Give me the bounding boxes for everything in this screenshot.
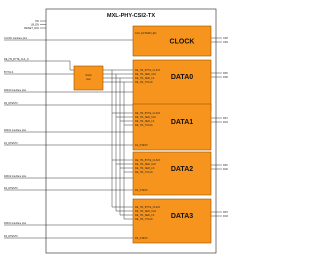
data1-out-p-label: DP1 [223, 117, 228, 120]
data0-block-box [132, 59, 212, 112]
data1-port-byte-clk: DE_HS_BYTE_CLK/O [135, 112, 160, 115]
data2-port-ser-clk: DE_HS_SER_CLK [135, 163, 156, 166]
data0-out-n-label: DN0 [223, 76, 228, 79]
data0-interface-label: DATA0 interface pins [4, 89, 27, 92]
data1-port-ser-clk: DE_HS_SER_CLK [135, 116, 156, 119]
data2-block-box [132, 151, 212, 196]
clock-block-box [132, 25, 212, 57]
clock-gen-block: Clock Gen DE_HS_BYTE_CLK_O BYTCLK [4, 58, 104, 91]
input-reset-dig-label: RESET_DIG [24, 26, 39, 30]
data1-block-title: DATA1 [171, 119, 193, 126]
data0-port-byte-clk: DE_HS_BYTE_CLK/O [135, 69, 160, 72]
data1-port-dtest: D1_DTEST [135, 144, 148, 147]
data2-port-dtest: D2_DTEST [135, 189, 148, 192]
data0-port-ser-clk: DE_HS_SER_CLK [135, 73, 156, 76]
data2-block: DATA2 DE_HS_BYTE_CLK/O DE_HS_SER_CLK DE_… [4, 151, 228, 196]
data2-out-p-label: DP2 [223, 164, 228, 167]
data1-interface-label: DATA1 interface pins [4, 129, 27, 132]
clock-interface-label: CLOCK interface pins [4, 37, 28, 40]
data1-out-n-label: DN1 [223, 121, 228, 124]
data3-port-dtest: D3_DTEST [135, 237, 148, 240]
data0-port-ser-ls: DE_HS_SER_LS [135, 77, 155, 80]
data3-port-ser-clk: DE_HS_SER_CLK [135, 210, 156, 213]
data2-block-title: DATA2 [171, 166, 193, 173]
data3-dtest-label: D3_DTEST0 [4, 235, 18, 238]
clock-gen-input-bytclk-label: BYTCLK [4, 71, 14, 74]
clock-out-ckn-label: CKN [223, 41, 228, 44]
clock-gen-box [73, 65, 104, 91]
data0-dtest-label: D0_DTEST0 [4, 102, 18, 105]
data0-out-p-label: DP0 [223, 72, 228, 75]
data3-out-p-label: DP3 [223, 211, 228, 214]
input-lb-en-label: LB_EN [31, 22, 39, 26]
data1-dtest-label: D1_DTEST0 [4, 142, 18, 145]
data1-block-box [132, 103, 212, 151]
data2-interface-label: DATA2 interface pins [4, 175, 27, 178]
mxl-phy-csi2-tx-block-diagram: MXL-PHY-CSI2-TX PD LB_EN RESET_DIG CLOCK… [4, 8, 228, 254]
data2-dtest-label: D2_DTEST0 [4, 187, 18, 190]
data3-port-txclk: DE_HS_TXCLK [135, 218, 153, 221]
data2-port-ser-ls: DE_HS_SER_LS [135, 167, 155, 170]
module-title: MXL-PHY-CSI2-TX [107, 13, 155, 19]
data0-port-txclk: DE_HS_TXCLK [135, 81, 153, 84]
data2-port-byte-clk: DE_HS_BYTE_CLK/O [135, 159, 160, 162]
clock-gen-label-line2: Gen [86, 78, 91, 81]
data3-block: DATA3 DE_HS_BYTE_CLK/O DE_HS_SER_CLK DE_… [4, 198, 228, 244]
clock-gen-label-line1: Clock [85, 74, 92, 77]
data3-block-box [132, 198, 212, 244]
clock-block-title: CLOCK [170, 39, 195, 46]
data0-block: DATA0 DE_HS_BYTE_CLK/O DE_HS_SER_CLK DE_… [4, 59, 228, 112]
global-inputs: PD LB_EN RESET_DIG [24, 19, 46, 30]
data3-port-byte-clk: DE_HS_BYTE_CLK/O [135, 206, 160, 209]
data0-block-title: DATA0 [171, 74, 193, 81]
clock-out-ckp-label: CKP [223, 37, 228, 40]
data1-port-ser-ls: DE_HS_SER_LS [135, 120, 155, 123]
clock-gen-input-byte-clk-label: DE_HS_BYTE_CLK_O [4, 58, 29, 61]
data3-port-ser-ls: DE_HS_SER_LS [135, 214, 155, 217]
input-pd-label: PD [35, 19, 39, 23]
data2-out-n-label: DN2 [223, 168, 228, 171]
data3-out-n-label: DN3 [223, 215, 228, 218]
data1-block: DATA1 DE_HS_BYTE_CLK/O DE_HS_SER_CLK DE_… [4, 103, 228, 151]
clock-port-extern-en: CLK_EXTERN_EN [135, 32, 156, 35]
data2-port-txclk: DE_HS_TXCLK [135, 171, 153, 174]
data3-interface-label: DATA3 interface pins [4, 222, 27, 225]
data1-port-txclk: DE_HS_TXCLK [135, 124, 153, 127]
data3-block-title: DATA3 [171, 213, 193, 220]
clock-block: CLOCK CLK_EXTERN_EN CLOCK interface pins… [4, 25, 228, 57]
